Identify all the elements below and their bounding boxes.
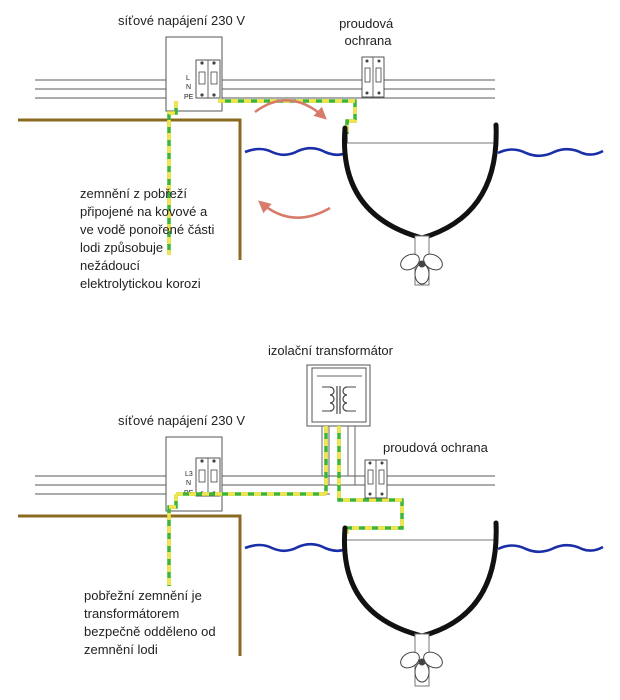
bottom-supply-breaker — [195, 457, 221, 497]
top-rcd — [361, 56, 385, 98]
top-terminal-pe: PE — [184, 94, 194, 101]
top-current-arrow-left — [258, 200, 331, 219]
top-scene: L N PE — [18, 13, 604, 291]
top-supply-label: síťové napájení 230 V — [118, 13, 245, 28]
bottom-propeller-icon — [400, 651, 443, 683]
bottom-boat — [341, 520, 499, 687]
bottom-shore-earth-conductor — [167, 492, 326, 586]
bottom-water-right — [497, 543, 604, 554]
transformer-label: izolační transformátor — [268, 343, 394, 358]
isolation-transformer — [306, 364, 371, 427]
top-earth-conductor — [167, 99, 357, 255]
top-rcd-label: proudová ochrana — [339, 16, 397, 48]
top-current-arrow-right — [254, 99, 327, 120]
top-terminal-l: L — [186, 75, 190, 82]
top-caption: zemnění z pobřeží připojené na kovové a … — [80, 186, 218, 291]
top-propeller-icon — [400, 253, 443, 285]
top-supply-breaker — [195, 59, 221, 99]
bottom-water-left — [244, 542, 347, 553]
top-shore-ground — [18, 118, 242, 260]
top-water-right — [497, 147, 604, 158]
bottom-supply-label: síťové napájení 230 V — [118, 413, 245, 428]
top-boat — [341, 122, 499, 286]
bottom-terminal-l3: L3 — [185, 471, 193, 478]
bottom-caption: pobřežní zemnění je transformátorem bezp… — [84, 588, 219, 657]
top-water-left — [244, 146, 347, 157]
bottom-terminal-n: N — [186, 480, 191, 487]
top-terminal-n: N — [186, 84, 191, 91]
bottom-shore-ground — [18, 514, 242, 656]
bottom-rcd — [364, 459, 388, 499]
bottom-scene: L3 N PE — [18, 343, 604, 687]
bottom-rcd-label: proudová ochrana — [383, 440, 489, 455]
